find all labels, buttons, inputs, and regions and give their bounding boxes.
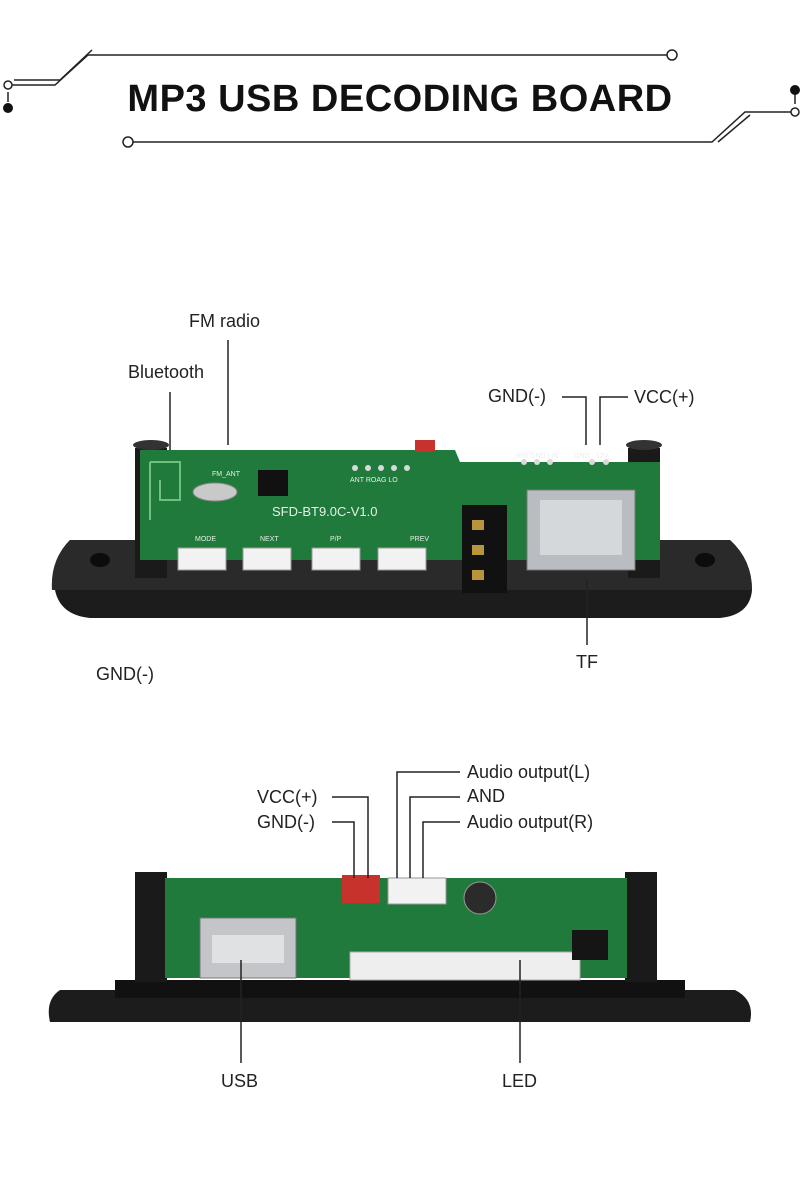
label-gnd-top: GND(-) bbox=[488, 386, 546, 406]
silk-model: SFD-BT9.0C-V1.0 bbox=[272, 504, 377, 519]
label-audio-output-l: Audio output(L) bbox=[467, 762, 591, 782]
silk-top-right-pins: RIN GND LIN bbox=[516, 453, 558, 460]
label-tf: TF bbox=[576, 652, 598, 672]
page-title: MP3 USB DECODING BOARD bbox=[127, 78, 673, 120]
silk-pp: P/P bbox=[330, 536, 342, 543]
label-led: LED bbox=[502, 1071, 538, 1091]
silk-fm-ant: FM_ANT bbox=[212, 471, 241, 478]
silk-prev: PREV bbox=[410, 536, 429, 543]
label-gnd-bottom: GND(-) bbox=[257, 812, 315, 832]
silk-gnd: GND bbox=[574, 453, 590, 460]
label-usb: USB bbox=[221, 1071, 259, 1091]
silk-audio-pins: ANT ROAG LO bbox=[350, 477, 398, 484]
top-board-leader-lines bbox=[169, 340, 628, 645]
bottom-board-photo bbox=[48, 872, 751, 1022]
label-audio-output-r: Audio output(R) bbox=[467, 812, 594, 832]
label-vcc-bottom: VCC(+) bbox=[257, 787, 318, 807]
silk-next: NEXT bbox=[260, 536, 279, 543]
label-vcc-top: VCC(+) bbox=[634, 387, 695, 407]
label-gnd-left: GND(-) bbox=[96, 664, 154, 684]
silk-mode: MODE bbox=[195, 536, 216, 543]
label-bluetooth: Bluetooth bbox=[128, 362, 205, 382]
title-circuit-decoration bbox=[3, 49, 800, 148]
label-and: AND bbox=[467, 786, 506, 806]
silk-12v: 12V bbox=[596, 453, 609, 460]
label-fm-radio: FM radio bbox=[189, 311, 261, 331]
top-board-photo: SFD-BT9.0C-V1.0 FM_ANT ANT ROAG LO RIN G… bbox=[51, 440, 753, 618]
